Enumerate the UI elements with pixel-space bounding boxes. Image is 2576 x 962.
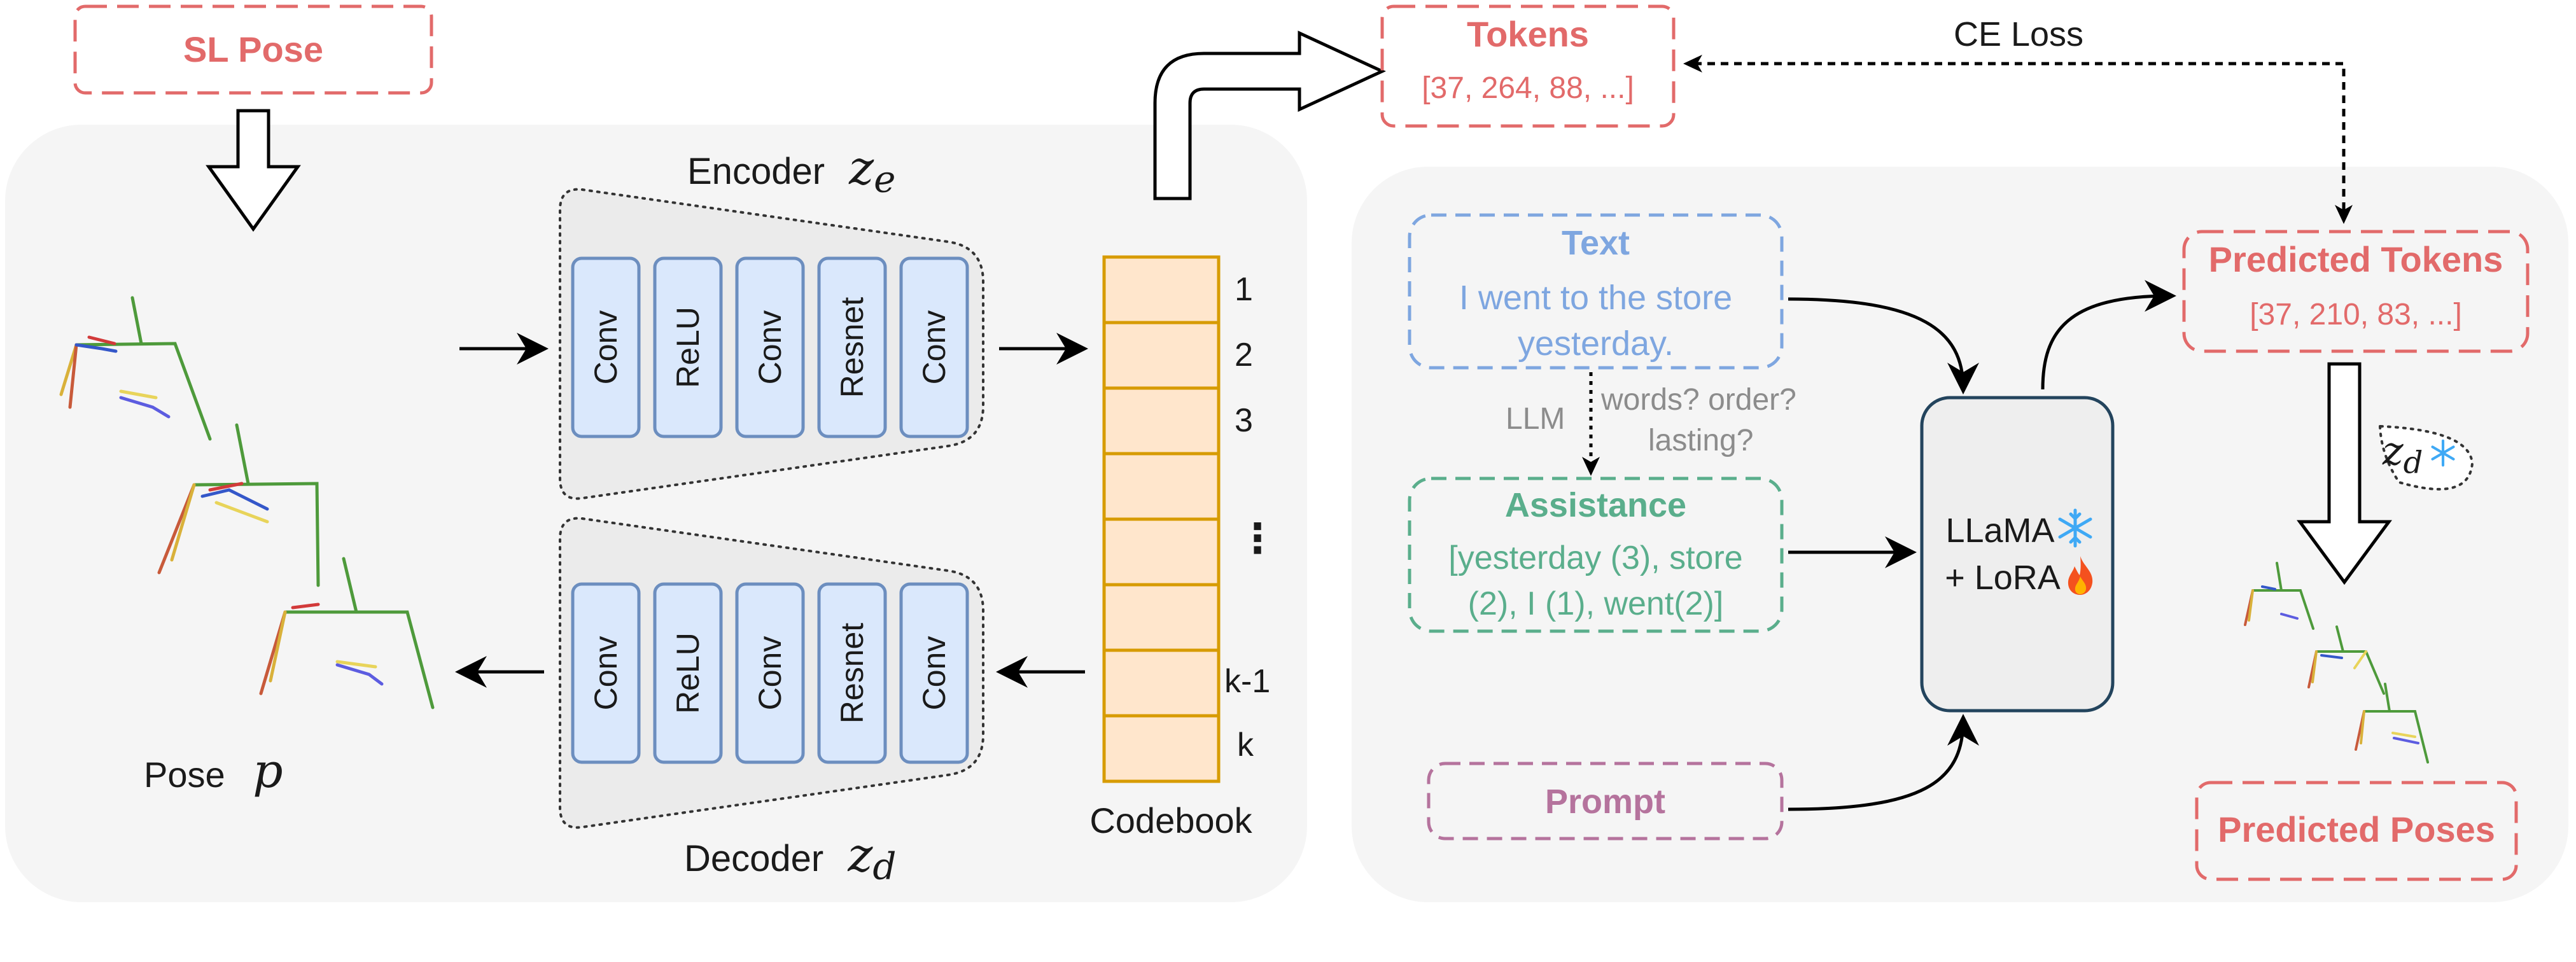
- decoder-chip-label: zd: [2383, 428, 2457, 482]
- llm-arrowhead: [1582, 457, 1600, 476]
- arrow-llama-to-predicted-tokens: [2041, 280, 2176, 390]
- encoder-layer-1: [571, 256, 641, 438]
- encoder-layer-1-label: Conv: [588, 310, 624, 385]
- predicted-tokens-title: Predicted Tokens: [2208, 239, 2503, 279]
- lora-label: + LoRA: [1945, 559, 2061, 597]
- encoder-layer-3-label: Conv: [752, 310, 788, 385]
- decoder-title: Decoder zd: [684, 827, 897, 889]
- decoder-layers: [571, 582, 969, 764]
- decoder-layer-2: [653, 582, 723, 764]
- codebook-index-3: 3: [1235, 402, 1253, 439]
- decoder-layer-1: [571, 582, 641, 764]
- text-box: [1408, 213, 1784, 370]
- pose-symbol: p: [253, 744, 283, 798]
- decoder-chip: [2378, 424, 2474, 491]
- codebook-index-k: k: [1237, 727, 1254, 763]
- encoder-layer-5: [899, 256, 969, 438]
- prompt-box: [1427, 762, 1784, 840]
- encoder-label: Encoder: [687, 151, 825, 192]
- predicted-poses-label: Predicted Poses: [2218, 809, 2495, 849]
- question-line-1: words? order?: [1601, 383, 1796, 417]
- arrow-text-to-llama: [1788, 297, 1979, 394]
- encoder-symbol: z: [849, 141, 874, 195]
- llm-label: LLM: [1506, 402, 1565, 436]
- ce-loss-arrowhead-down: [2335, 205, 2353, 224]
- encoder-layer-4-label: Resnet: [834, 296, 870, 398]
- hollow-arrow-down: [206, 109, 301, 232]
- assistance-line-2: (2), I (1), went(2)]: [1467, 585, 1724, 622]
- encoder-layer-2: [653, 256, 723, 438]
- encoder-layer-2-label: ReLU: [670, 307, 706, 388]
- decoder-chip-subscript: d: [2403, 445, 2423, 481]
- codebook-ellipsis: ⋮: [1237, 515, 1278, 561]
- arrow-prompt-to-llama: [1788, 714, 1979, 811]
- tokens-title: Tokens: [1467, 14, 1589, 54]
- prompt-label: Prompt: [1545, 783, 1665, 821]
- llama-box: [1920, 396, 2115, 713]
- predicted-poses-box: [2195, 781, 2518, 881]
- decoder-layer-3: [735, 582, 805, 764]
- ce-loss-connector: [1694, 62, 2346, 215]
- decoder-subscript: d: [872, 844, 897, 888]
- decoder-layer-4: [817, 582, 887, 764]
- pose-title: Pose p: [144, 743, 283, 800]
- snowflake-icon: [2058, 508, 2092, 548]
- encoder-title: Encoder ze: [687, 140, 895, 202]
- codebook-index-2: 2: [1235, 337, 1253, 373]
- decoder-layer-2-label: ReLU: [670, 632, 706, 714]
- codebook-label: Codebook: [1089, 800, 1252, 840]
- decoder-layer-1-label: Conv: [588, 636, 624, 711]
- text-box-title: Text: [1561, 224, 1630, 262]
- predicted-pose-figures: [2244, 562, 2429, 763]
- codebook-index-k-1: k-1: [1224, 663, 1271, 700]
- codebook-index-1: 1: [1235, 271, 1253, 308]
- decoder-label: Decoder: [684, 838, 824, 879]
- decoder-layer-5: [899, 582, 969, 764]
- text-box-line-2: yesterday.: [1517, 324, 1674, 363]
- decoder-layer-3-label: Conv: [752, 636, 788, 711]
- ce-loss-label: CE Loss: [1953, 15, 2084, 53]
- llama-label: LLaMA: [1945, 512, 2055, 550]
- ce-loss-arrowhead-left: [1683, 55, 1702, 73]
- encoder-subscript: e: [874, 157, 896, 201]
- encoder-layer-3: [735, 256, 805, 438]
- decoder-symbol: z: [848, 828, 873, 882]
- predicted-tokens-values: [37, 210, 83, ...]: [2250, 298, 2462, 331]
- encoder-layer-4: [817, 256, 887, 438]
- llama-line-1: LLaMA: [1928, 508, 2113, 552]
- snowflake-icon: [2431, 439, 2455, 467]
- tokens-box: [1380, 4, 1676, 128]
- input-pose-figures: [59, 296, 435, 709]
- pose-label: Pose: [144, 755, 225, 795]
- decoder-layer-5-label: Conv: [916, 636, 952, 711]
- question-line-2: lasting?: [1648, 424, 1754, 457]
- encoder-layer-5-label: Conv: [916, 310, 952, 385]
- hollow-arrow-to-poses: [2297, 362, 2392, 585]
- fire-icon: [2068, 556, 2092, 595]
- hollow-arrow-to-tokens-shape: [1153, 31, 1386, 200]
- encoder-layers: [571, 256, 969, 438]
- sl-pose-label: SL Pose: [183, 29, 323, 69]
- assistance-title: Assistance: [1504, 486, 1687, 524]
- assistance-line-1: [yesterday (3), store: [1448, 540, 1743, 576]
- decoder-layer-4-label: Resnet: [834, 622, 870, 724]
- sl-pose-box: [73, 4, 433, 95]
- llama-line-2: + LoRA: [1928, 555, 2113, 599]
- text-box-line-1: I went to the store: [1459, 279, 1733, 317]
- tokens-values: [37, 264, 88, ...]: [1422, 71, 1634, 105]
- codebook-grid: [1102, 255, 1221, 783]
- assistance-box: [1408, 477, 1784, 633]
- decoder-chip-symbol: z: [2383, 428, 2404, 474]
